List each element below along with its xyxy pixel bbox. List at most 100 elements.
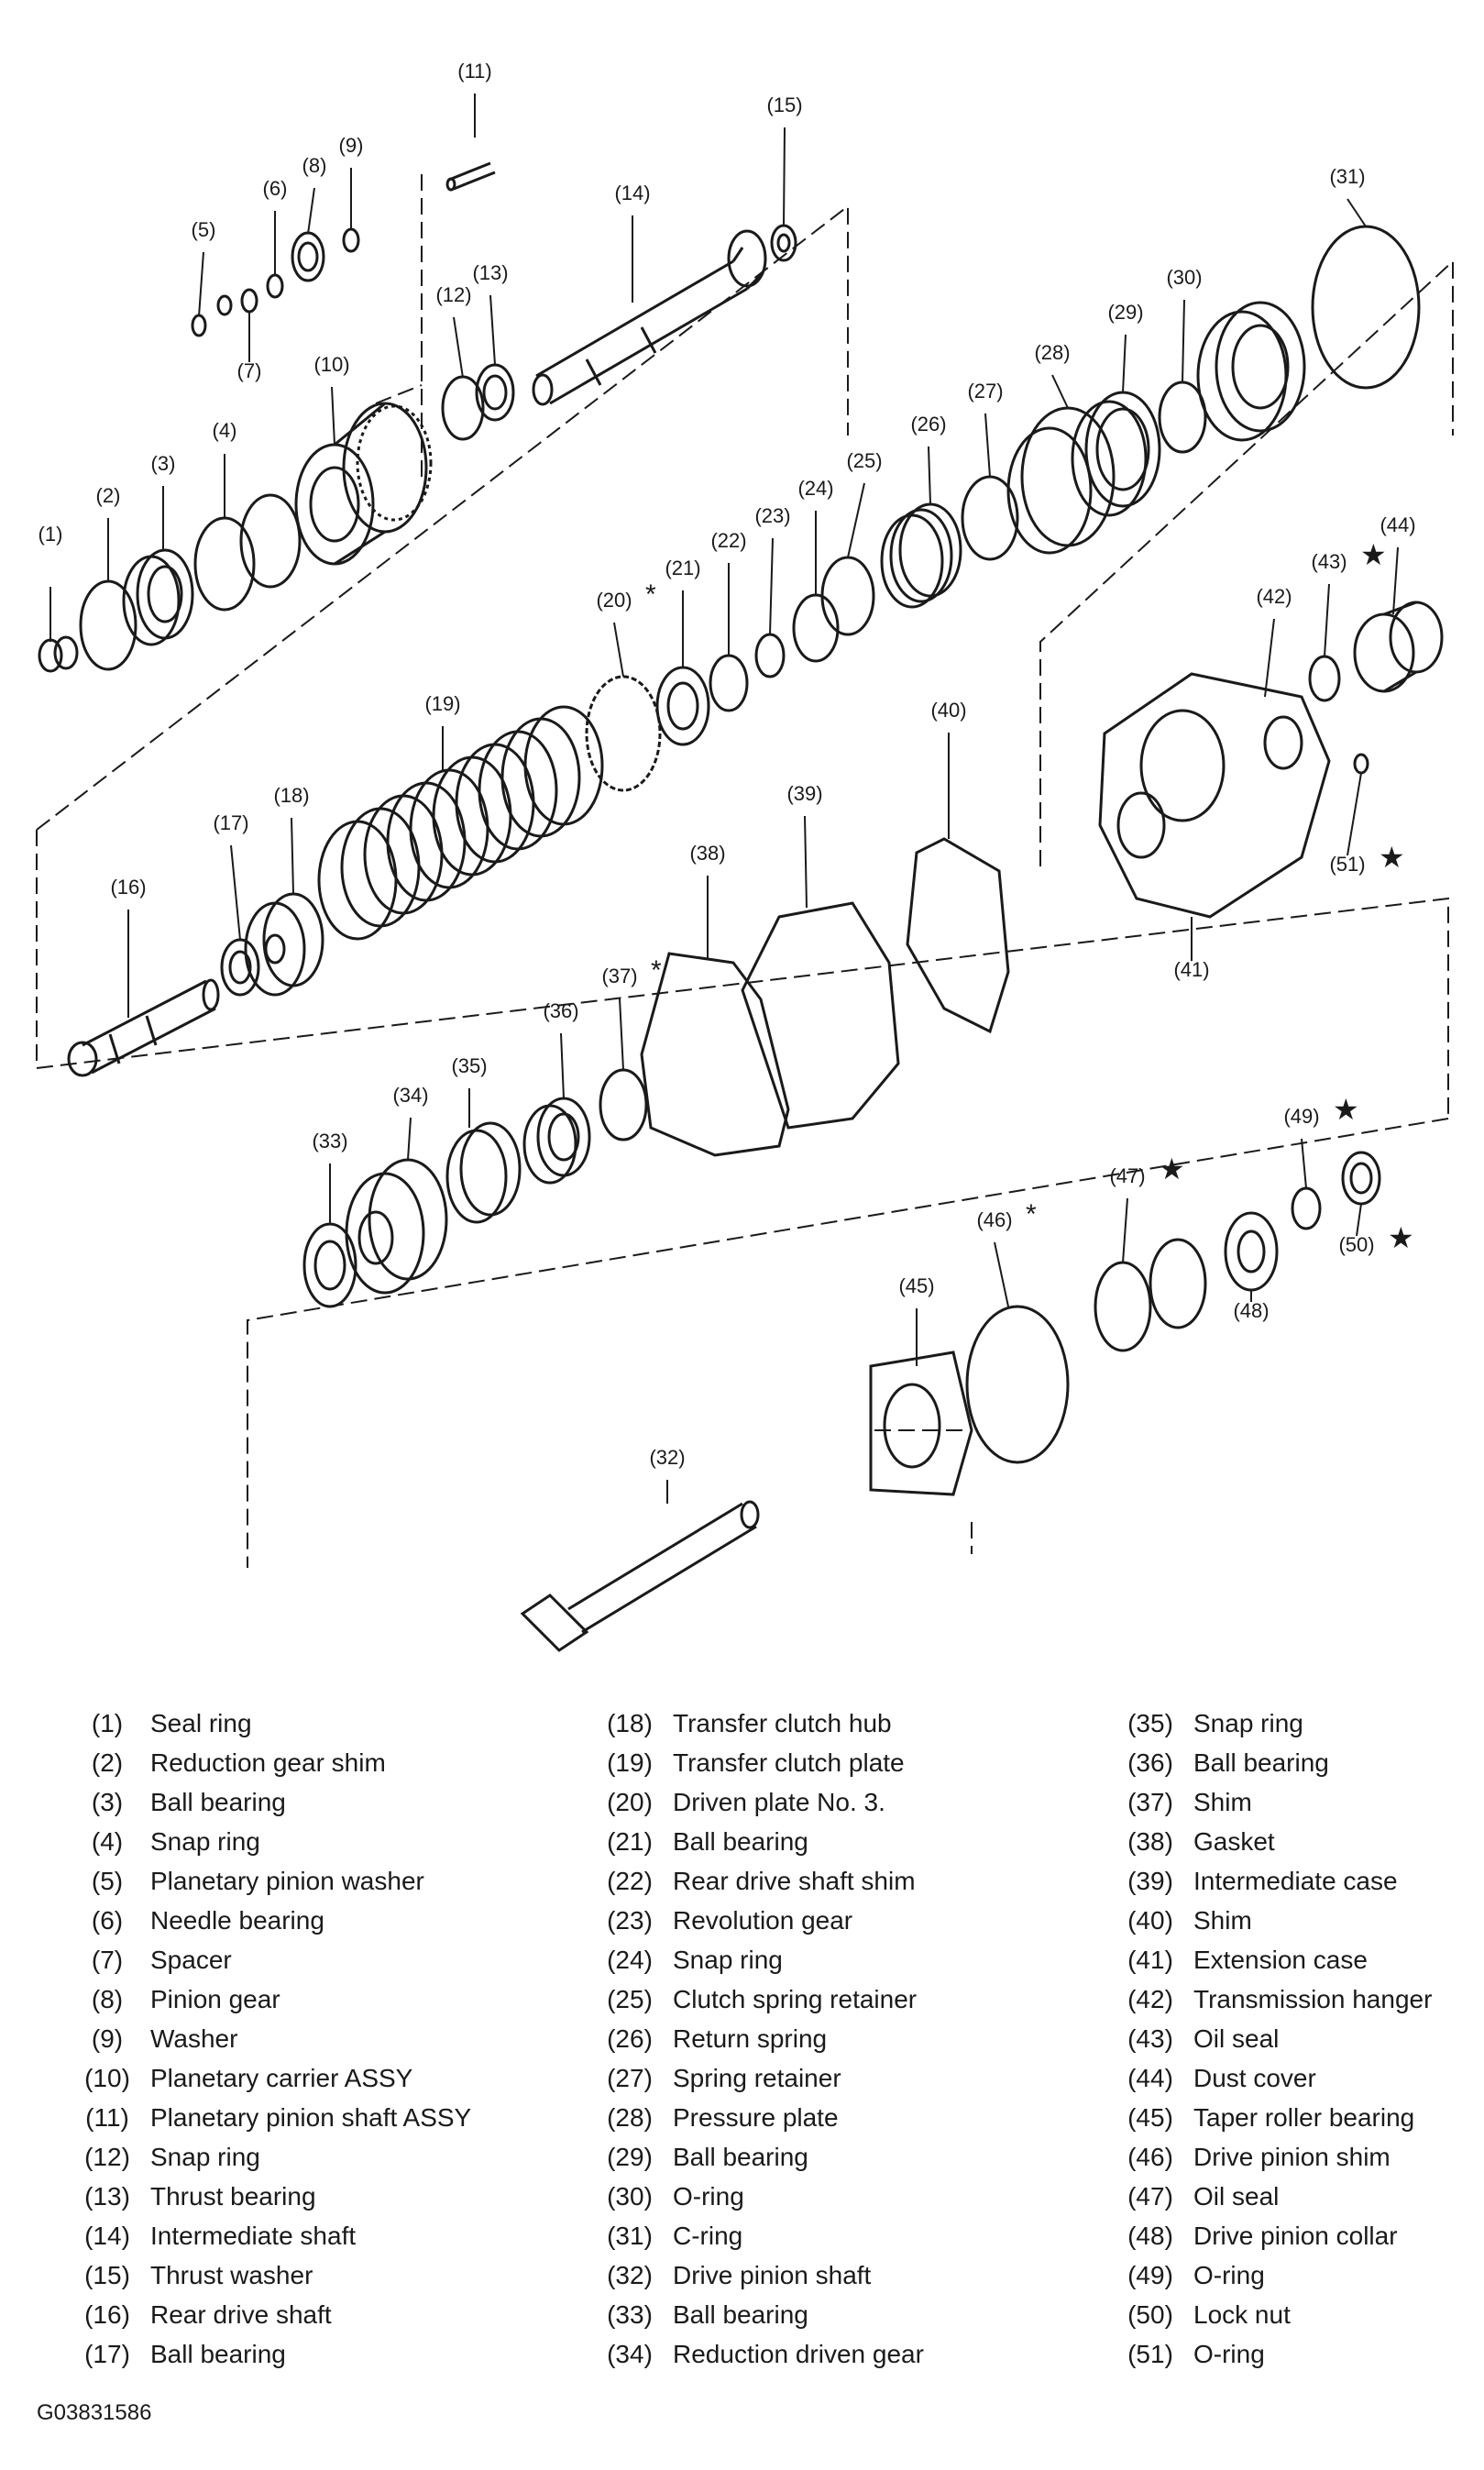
driven-plate-part: [585, 675, 662, 792]
callout-label: (24): [797, 477, 833, 500]
legend-item: (48)Drive pinion collar: [1107, 2216, 1432, 2255]
select-asterisk-mark: *: [651, 955, 662, 986]
legend-item: (46)Drive pinion shim: [1107, 2137, 1432, 2177]
legend-item-number: (9): [91, 2023, 124, 2053]
callout-label: (35): [451, 1054, 487, 1077]
callout-leader-line: [331, 386, 335, 446]
callout-label: (11): [457, 60, 492, 83]
legend-item: (39)Intermediate case: [1107, 1861, 1432, 1901]
legend-item-label: Taper roller bearing: [1193, 2102, 1415, 2132]
legend-item: (11)Planetary pinion shaft ASSY: [64, 2098, 471, 2137]
callout-leader-line: [804, 815, 808, 909]
legend-item-number: (45): [1127, 2102, 1173, 2132]
legend-item-number: (20): [607, 1787, 653, 1816]
legend-item-number: (4): [91, 1826, 124, 1856]
rear-drive-shaft-shim-part: [709, 654, 749, 712]
legend-item-label: O-ring: [1193, 2260, 1265, 2289]
legend-item-label: Snap ring: [150, 2142, 260, 2171]
legend-item-number: (50): [1127, 2299, 1173, 2329]
figure-code: G03831586: [37, 2400, 152, 2425]
legend-item-number: (16): [84, 2299, 130, 2329]
legend-item-label: Oil seal: [1193, 2181, 1280, 2211]
legend-item-number: (11): [85, 2102, 129, 2132]
legend-item-label: Lock nut: [1193, 2299, 1291, 2329]
legend-item-number: (22): [607, 1866, 653, 1895]
callout-label: (23): [754, 504, 790, 527]
legend-item: (35)Snap ring: [1107, 1704, 1432, 1743]
legend-item: (36)Ball bearing: [1107, 1743, 1432, 1782]
callout-label: (49): [1283, 1105, 1319, 1128]
legend-item: (50) Lock nut: [1107, 2295, 1432, 2334]
legend-item-label: Snap ring: [150, 1826, 260, 1856]
drive-pinion-shim-part: [965, 1305, 1070, 1464]
legend-item: (40)Shim: [1107, 1901, 1432, 1940]
guide-lines: [36, 174, 1454, 1568]
legend-item-number: (24): [607, 1945, 653, 1974]
legend-item: (34)Reduction driven gear: [587, 2334, 924, 2374]
legend-column-2: (18)Transfer clutch hub(19)Transfer clut…: [587, 1704, 924, 2374]
ball-bearing-3-part: [122, 548, 194, 646]
callout-leader-line: [1122, 1197, 1128, 1263]
oil-seal-47-part: [1094, 1238, 1207, 1352]
legend-item-number: (13): [84, 2181, 130, 2211]
callout-label: (33): [312, 1130, 347, 1152]
o-ring-51-part: [1353, 753, 1369, 775]
legend-item: (51)O-ring: [1107, 2334, 1432, 2374]
legend-item-number: (26): [607, 2023, 653, 2053]
legend-item-number: (41): [1127, 1945, 1173, 1974]
callout-label: (12): [435, 283, 471, 306]
legend-item-label: Drive pinion shaft: [673, 2260, 872, 2289]
spring-retainer-part: [961, 475, 1019, 561]
legend-item-number: (21): [607, 1826, 653, 1856]
legend-item-number: (48): [1127, 2221, 1173, 2250]
callout-label: (2): [96, 484, 121, 507]
legend-item-number: (8): [91, 1984, 124, 2013]
callout-label: (50): [1338, 1233, 1374, 1256]
legend-item-number: (27): [607, 2063, 653, 2092]
legend-item: (13)Thrust bearing: [64, 2177, 471, 2216]
legend-item-label: Rear drive shaft: [150, 2299, 332, 2329]
callout-label: (29): [1107, 301, 1143, 324]
legend-item-number: (3): [91, 1787, 124, 1816]
callout-label: (19): [424, 692, 460, 715]
legend-item-number: (42): [1127, 1984, 1173, 2013]
legend-item-label: Needle bearing: [150, 1905, 324, 1935]
legend-item-label: Ball bearing: [1193, 1748, 1329, 1777]
callout-leader-line: [619, 998, 624, 1071]
ball-bearing-17-part: [220, 938, 260, 997]
legend-item: (2)Reduction gear shim: [64, 1743, 471, 1782]
legend-item: (10)Planetary carrier ASSY: [64, 2058, 471, 2098]
callout-label: (31): [1329, 165, 1365, 188]
callout-leader-line: [928, 446, 931, 505]
legend-item: (6)Needle bearing: [64, 1901, 471, 1940]
extension-case-part: [1098, 672, 1331, 919]
legend-item: (38)Gasket: [1107, 1822, 1432, 1861]
callout-label: (8): [302, 154, 327, 177]
legend-item-number: (33): [607, 2299, 653, 2329]
legend-item: (22) Rear drive shaft shim: [587, 1861, 924, 1901]
callout-label: (34): [392, 1084, 428, 1107]
legend-item: (42)Transmission hanger: [1107, 1979, 1432, 2019]
lock-nut-part: [1341, 1151, 1381, 1206]
rear-drive-shaft-part: [67, 978, 220, 1077]
legend-item-label: Shim: [1193, 1787, 1252, 1816]
callout-label: (1): [38, 523, 63, 546]
legend-item-number: (7): [91, 1945, 124, 1974]
callout-label: (25): [846, 449, 882, 472]
legend-item: (15)Thrust washer: [64, 2255, 471, 2295]
legend-item-number: (39): [1127, 1866, 1173, 1895]
callout-label: (30): [1166, 266, 1202, 289]
callout-label: (3): [151, 452, 176, 475]
legend-item-number: (2): [91, 1748, 124, 1777]
thrust-bearing-part: [475, 363, 515, 422]
legend-item-number: (51): [1127, 2339, 1173, 2368]
callout-leader-line: [1122, 334, 1127, 393]
legend-item-number: (38): [1127, 1826, 1173, 1856]
legend-item-label: Ball bearing: [673, 2299, 808, 2329]
callout-label: (15): [766, 94, 802, 116]
callout-leader-line: [291, 817, 294, 895]
legend-item-label: Pinion gear: [150, 1984, 280, 2013]
legend-item-label: Rear drive shaft shim: [673, 1866, 916, 1895]
legend-item-number: (37): [1127, 1787, 1173, 1816]
ball-bearing-33-part: [302, 1222, 357, 1308]
